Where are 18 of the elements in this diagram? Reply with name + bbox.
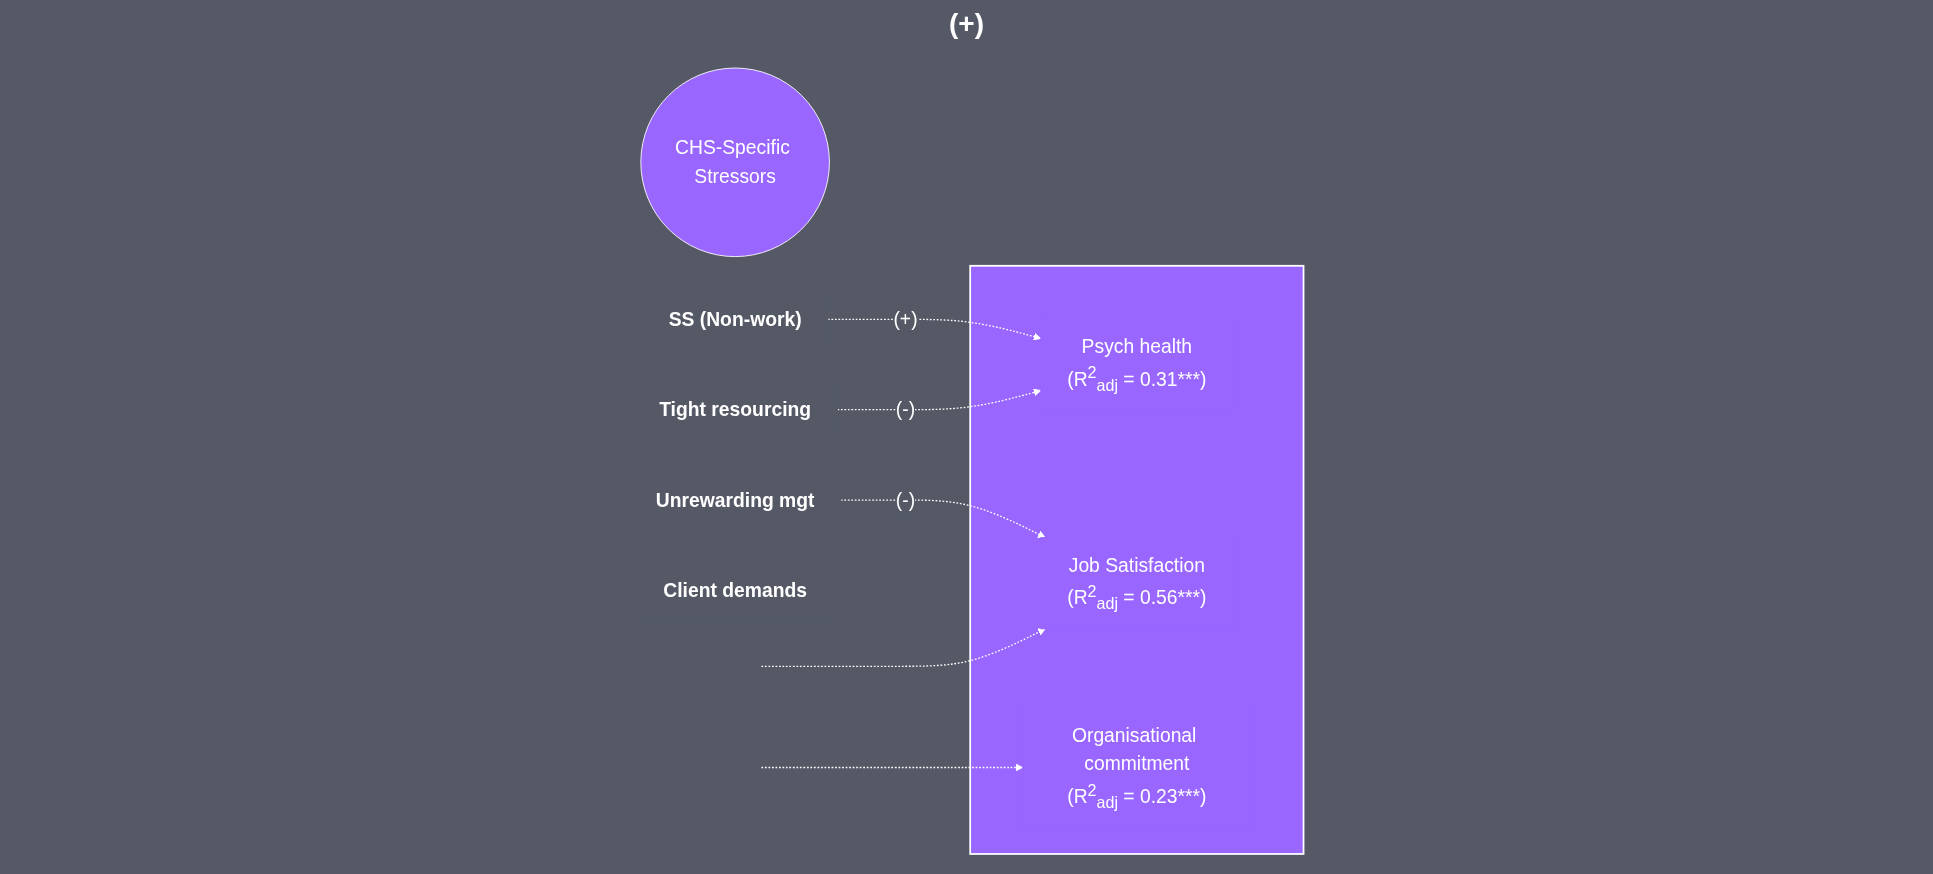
arrow bbox=[760, 763, 1024, 772]
edge-label: (+) bbox=[893, 308, 918, 331]
node-text: Organisational commitment (R$^{2}$$_{adj}$ = 0.23***) bbox=[1067, 723, 1207, 812]
arrow bbox=[827, 318, 1042, 341]
arrow bbox=[840, 499, 1046, 538]
node-text: Tight resourcing bbox=[659, 398, 812, 421]
node-text: Client demands bbox=[663, 579, 807, 602]
node-text: Psych health (R$^{2}$$_{adj}$ = 0.31***) bbox=[1067, 335, 1207, 395]
arrow bbox=[760, 628, 1046, 667]
node-circle: CHS-Specific Stressors bbox=[640, 67, 830, 258]
cluster bbox=[969, 264, 1305, 855]
edge-label: (-) bbox=[895, 398, 916, 421]
sign-label: (+) bbox=[949, 8, 984, 39]
edge-label: (-) bbox=[895, 489, 916, 512]
node-text: SS (Non-work) bbox=[668, 308, 802, 331]
node-text: Job Satisfaction (R$^{2}$$_{adj}$ = 0.56***) bbox=[1067, 554, 1207, 613]
node-text: Unrewarding mgt bbox=[655, 489, 815, 512]
arrow bbox=[836, 388, 1042, 411]
